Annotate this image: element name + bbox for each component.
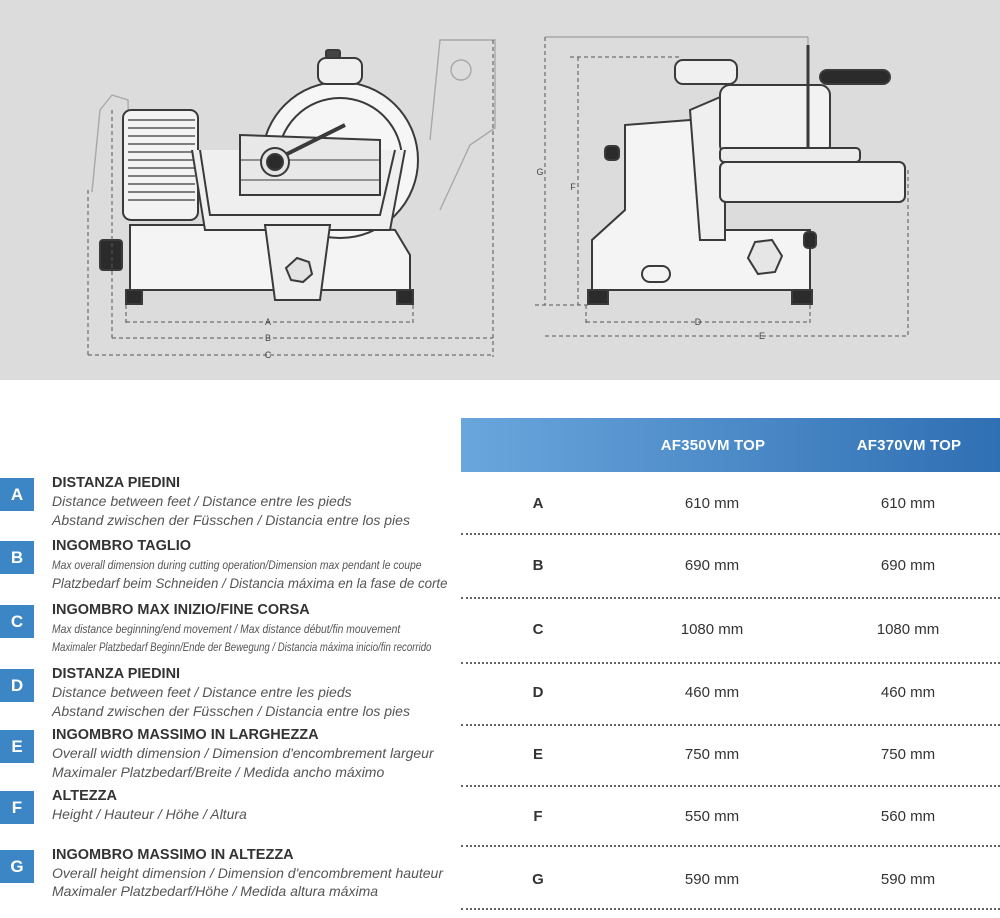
spec-table-header: AF350VM TOP AF370VM TOP <box>461 418 1000 472</box>
dim-label-e: E <box>759 331 765 341</box>
value-af350: 460 mm <box>684 684 740 701</box>
row-title: INGOMBRO TAGLIO <box>52 538 192 554</box>
model-header-af350: AF350VM TOP <box>660 437 766 454</box>
letter-badge: E <box>0 730 34 763</box>
row-letter: G <box>532 871 544 888</box>
front-knob <box>284 256 314 284</box>
row-separator <box>461 724 1000 726</box>
row-subtitle-1: Distance between feet / Distance entre l… <box>52 684 352 700</box>
letter-badge: A <box>0 478 34 511</box>
row-separator <box>461 533 1000 535</box>
row-subtitle-1: Max overall dimension during cutting ope… <box>52 558 422 572</box>
row-separator <box>461 845 1000 847</box>
dimension-lines <box>87 37 909 357</box>
handle <box>819 69 891 85</box>
row-title: DISTANZA PIEDINI <box>52 475 181 491</box>
value-af370: 560 mm <box>880 808 936 825</box>
value-af370: 750 mm <box>880 746 936 763</box>
row-subtitle-2: Maximaler Platzbedarf Beginn/Ende der Be… <box>52 640 432 654</box>
letter-badge: D <box>0 669 34 702</box>
value-af370: 590 mm <box>880 871 936 888</box>
value-af370: 690 mm <box>880 557 936 574</box>
row-subtitle-1: Max distance beginning/end movement / Ma… <box>52 622 401 636</box>
row-subtitle-1: Overall height dimension / Dimension d'e… <box>52 865 443 881</box>
dim-label-b: B <box>265 333 271 343</box>
row-letter: E <box>532 746 543 763</box>
row-title: INGOMBRO MAX INIZIO/FINE CORSA <box>52 602 310 618</box>
value-af370: 1080 mm <box>876 621 940 638</box>
foot <box>396 289 414 305</box>
side-knob-left <box>99 239 123 271</box>
tray <box>719 161 906 203</box>
row-subtitle-2: Abstand zwischen der Füsschen / Distanci… <box>52 703 410 719</box>
row-title: INGOMBRO MASSIMO IN ALTEZZA <box>52 847 294 863</box>
row-letter: B <box>532 557 544 574</box>
dim-label-a: A <box>265 317 271 327</box>
dim-label-f: F <box>570 182 576 192</box>
letter-badge: C <box>0 605 34 638</box>
row-subtitle-1: Height / Hauteur / Höhe / Altura <box>52 806 247 822</box>
row-letter: C <box>532 621 544 638</box>
row-separator <box>461 908 1000 910</box>
letter-badge: B <box>0 541 34 574</box>
letter-badge: F <box>0 791 34 824</box>
row-separator <box>461 597 1000 599</box>
side-knob <box>746 238 784 276</box>
row-subtitle-1: Overall width dimension / Dimension d'en… <box>52 745 434 761</box>
row-title: ALTEZZA <box>52 788 117 804</box>
model-header-af370: AF370VM TOP <box>856 437 962 454</box>
row-subtitle-1: Distance between feet / Distance entre l… <box>52 493 352 509</box>
letter-badge: G <box>0 850 34 883</box>
motor-housing <box>122 109 199 221</box>
dim-label-c: C <box>265 350 272 360</box>
row-subtitle-2: Platzbedarf beim Schneiden / Distancia m… <box>52 575 448 591</box>
value-af350: 690 mm <box>684 557 740 574</box>
row-letter: A <box>532 495 544 512</box>
value-af370: 460 mm <box>880 684 936 701</box>
value-af350: 590 mm <box>684 871 740 888</box>
foot <box>125 289 143 305</box>
row-subtitle-2: Maximaler Platzbedarf/Höhe / Medida altu… <box>52 883 379 899</box>
dim-label-g: G <box>536 167 543 177</box>
value-af370: 610 mm <box>880 495 936 512</box>
dimension-labels: A B C D E F G <box>265 167 765 360</box>
row-separator <box>461 662 1000 664</box>
technical-drawing-panel: A B C D E F G <box>0 0 1000 380</box>
value-af350: 750 mm <box>684 746 740 763</box>
slicer-technical-drawing: A B C D E F G <box>87 36 909 360</box>
value-af350: 1080 mm <box>680 621 744 638</box>
row-separator <box>461 785 1000 787</box>
row-letter: F <box>533 808 543 825</box>
row-subtitle-2: Maximaler Platzbedarf/Breite / Medida an… <box>52 764 385 780</box>
row-letter: D <box>532 684 544 701</box>
row-subtitle-2: Abstand zwischen der Füsschen / Distanci… <box>52 512 410 528</box>
side-top-knob <box>674 59 738 85</box>
value-af350: 550 mm <box>684 808 740 825</box>
value-af350: 610 mm <box>684 495 740 512</box>
dim-label-d: D <box>695 317 702 327</box>
row-title: DISTANZA PIEDINI <box>52 666 181 682</box>
row-title: INGOMBRO MASSIMO IN LARGHEZZA <box>52 727 319 743</box>
